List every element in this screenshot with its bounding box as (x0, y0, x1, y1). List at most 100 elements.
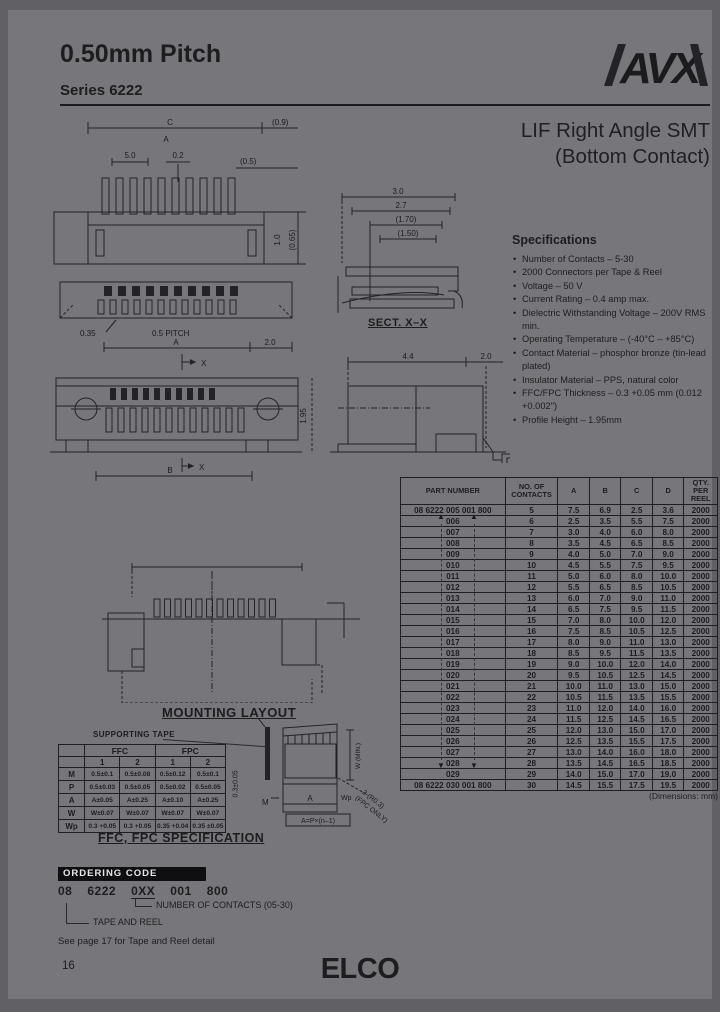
ffc-cell: A±0.05 (84, 793, 121, 807)
dimensions-note: (Dimensions: mm) (649, 791, 718, 801)
product-name: LIF Right Angle SMT (Bottom Contact) (390, 118, 710, 170)
ffc-cell: W±0.07 (154, 806, 191, 820)
part-cell-a: 7.0 (557, 614, 590, 626)
part-cell-c: 13.0 (620, 680, 653, 692)
part-cell-a: 6.0 (557, 592, 590, 604)
part-cell-contacts: 22 (504, 691, 559, 703)
part-cell-contacts: 30 (504, 779, 559, 791)
part-cell-a: 5.5 (557, 581, 590, 593)
part-cell-contacts: 16 (504, 625, 559, 637)
part-cell-a: 10.0 (557, 680, 590, 692)
part-cell-contacts: 13 (504, 592, 559, 604)
code-part-contacts: 0XX (131, 884, 156, 899)
part-cell-a: 3.0 (557, 526, 590, 538)
part-cell-contacts: 24 (504, 713, 559, 725)
part-cell-c: 9.0 (620, 592, 653, 604)
spec-item: Dielectric Withstanding Voltage – 200V R… (513, 307, 718, 334)
part-cell-qty: 2000 (683, 691, 718, 703)
part-cell-b: 5.5 (588, 559, 622, 571)
dim-1-50: (1.50) (398, 229, 419, 238)
page-frame-bottom (0, 999, 720, 1012)
part-cell-d: 12.0 (651, 614, 685, 626)
part-cell-c: 8.0 (620, 570, 653, 582)
part-table-header-6: QTY. PER REEL (683, 477, 718, 505)
part-cell-a: 13.5 (557, 757, 590, 769)
part-cell-b: 14.5 (588, 757, 622, 769)
part-cell-a: 7.5 (557, 504, 590, 516)
ffc-col-4: 2 (189, 756, 227, 768)
part-cell-a: 9.0 (557, 658, 590, 670)
part-cell-contacts: 26 (504, 735, 559, 747)
part-cell-contacts: 9 (504, 548, 559, 560)
part-cell-c: 16.0 (620, 746, 653, 758)
part-cell-b: 5.0 (588, 548, 622, 560)
part-cell-d: 11.5 (651, 603, 685, 615)
ffc-col-1: 1 (84, 756, 121, 768)
ffc-corner-cell (57, 744, 86, 757)
part-cell-c: 14.5 (620, 713, 653, 725)
part-cell-qty: 2000 (683, 713, 718, 725)
part-cell-b: 4.5 (588, 537, 622, 549)
part-cell-qty: 2000 (683, 757, 718, 769)
part-cell-a: 12.5 (557, 735, 590, 747)
ffc-corner-cell2 (57, 756, 86, 768)
part-cell-contacts: 14 (504, 603, 559, 615)
section-mark-top: X (201, 359, 207, 368)
range-up-arrow: ▲ (437, 512, 445, 521)
part-cell-qty: 2000 (683, 779, 718, 791)
part-cell-b: 12.5 (588, 713, 622, 725)
part-cell-a: 2.5 (557, 515, 590, 527)
top-view-drawing: C (0.9) A 5.0 0.2 (0.5) 1.0 (0.65) 0.35 (53, 118, 306, 352)
ffc-row-label: W (57, 806, 86, 820)
part-cell-a: 5.0 (557, 570, 590, 582)
ffc-cell: W±0.07 (119, 806, 156, 820)
dim-0-2: 0.2 (172, 151, 184, 160)
part-cell-d: 16.0 (651, 702, 685, 714)
part-cell-qty: 2000 (683, 658, 718, 670)
part-cell-qty: 2000 (683, 504, 718, 516)
cable-dim-wp: Wp (341, 795, 352, 802)
dim-c: C (167, 118, 173, 127)
part-cell-b: 9.5 (588, 647, 622, 659)
page-footnote: See page 17 for Tape and Reel detail (58, 936, 215, 947)
part-cell-a: 6.5 (557, 603, 590, 615)
part-cell-b: 12.0 (588, 702, 622, 714)
part-cell-qty: 2000 (683, 515, 718, 527)
supporting-tape-label: SUPPORTING TAPE (93, 730, 175, 739)
part-cell-b: 10.0 (588, 658, 622, 670)
part-cell-qty: 2000 (683, 537, 718, 549)
part-cell-b: 4.0 (588, 526, 622, 538)
spec-list: Number of Contacts – 5-302000 Connectors… (512, 253, 718, 428)
part-cell-qty: 2000 (683, 592, 718, 604)
part-cell-b: 7.5 (588, 603, 622, 615)
part-cell-a: 8.0 (557, 636, 590, 648)
code-part-packaging: 800 (206, 884, 229, 898)
part-cell-qty: 2000 (683, 702, 718, 714)
part-cell-a: 10.5 (557, 691, 590, 703)
part-cell-qty: 2000 (683, 526, 718, 538)
part-cell-a: 14.0 (557, 768, 590, 780)
cable-dim-w-min: W (MIN.) (355, 743, 362, 769)
part-cell-qty: 2000 (683, 603, 718, 615)
section-drawing: 3.0 2.7 (1.70) (1.50) (337, 187, 463, 313)
cable-drawing: M A A=P×(n–1) Wp W (MIN.) 2-(R0.3) (FPC … (258, 717, 389, 827)
part-cell-contacts: 5 (504, 504, 559, 516)
part-cell-contacts: 6 (504, 515, 559, 527)
part-cell-c: 15.5 (620, 735, 653, 747)
part-cell-part: 008 (400, 537, 506, 549)
ffc-cell: A±0.25 (119, 793, 156, 807)
spec-item: Voltage – 50 V (513, 280, 718, 294)
ffc-group-ffc: FFC (84, 744, 156, 757)
part-cell-d: 18.5 (651, 757, 685, 769)
